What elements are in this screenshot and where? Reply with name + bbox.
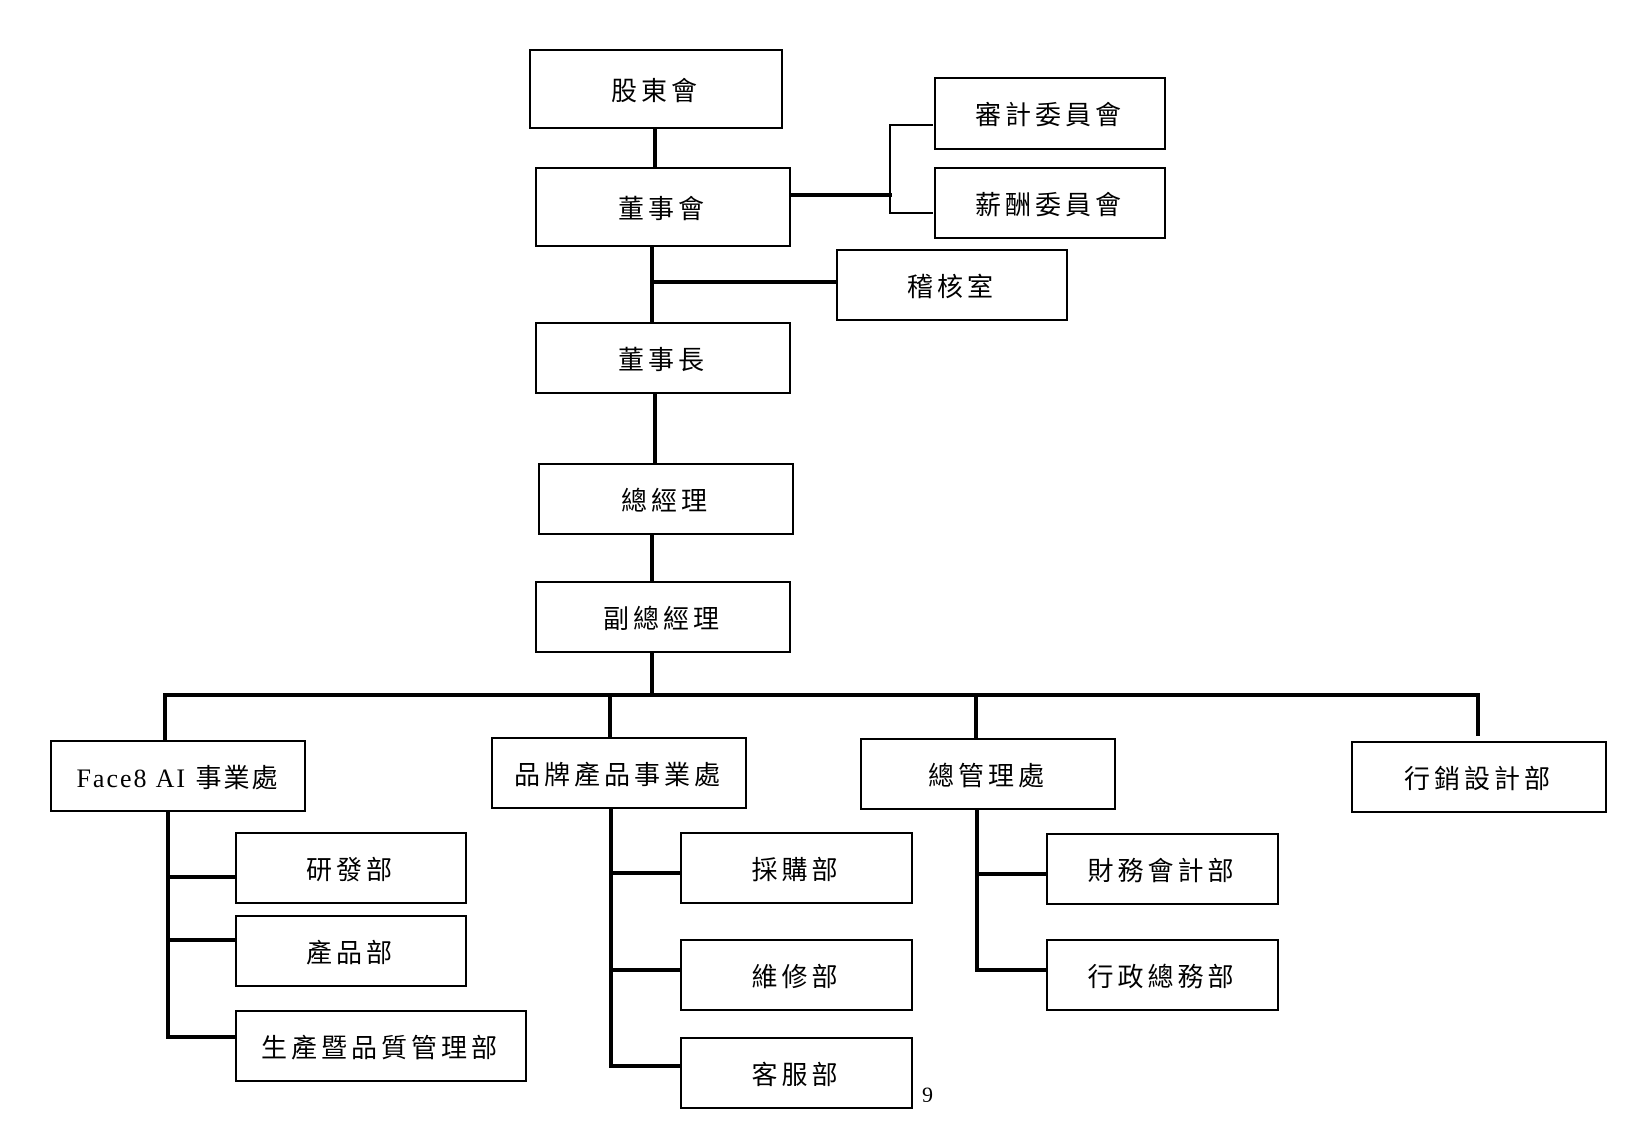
node-vice-general-manager: 副總經理 (535, 581, 791, 653)
node-production-qa-dept: 生產暨品質管理部 (235, 1010, 527, 1082)
node-shareholders: 股東會 (529, 49, 783, 129)
node-chairman: 董事長 (535, 322, 791, 394)
node-general-affairs-dept: 行政總務部 (1046, 939, 1279, 1011)
node-general-admin-division: 總管理處 (860, 738, 1116, 810)
node-repair-dept: 維修部 (680, 939, 913, 1011)
node-finance-accounting-dept: 財務會計部 (1046, 833, 1279, 905)
node-customer-service-dept: 客服部 (680, 1037, 913, 1109)
node-audit-committee: 審計委員會 (934, 77, 1166, 150)
node-purchasing-dept: 採購部 (680, 832, 913, 904)
node-board: 董事會 (535, 167, 791, 247)
node-compensation-committee: 薪酬委員會 (934, 167, 1166, 239)
node-brand-products-division: 品牌產品事業處 (491, 737, 747, 809)
node-face8-ai-division: Face8 AI 事業處 (50, 740, 306, 812)
node-general-manager: 總經理 (538, 463, 794, 535)
page-number: 9 (922, 1082, 933, 1107)
node-marketing-design-dept: 行銷設計部 (1351, 741, 1607, 813)
node-product-dept: 產品部 (235, 915, 467, 987)
node-internal-audit: 稽核室 (836, 249, 1068, 321)
node-rd-dept: 研發部 (235, 832, 467, 904)
